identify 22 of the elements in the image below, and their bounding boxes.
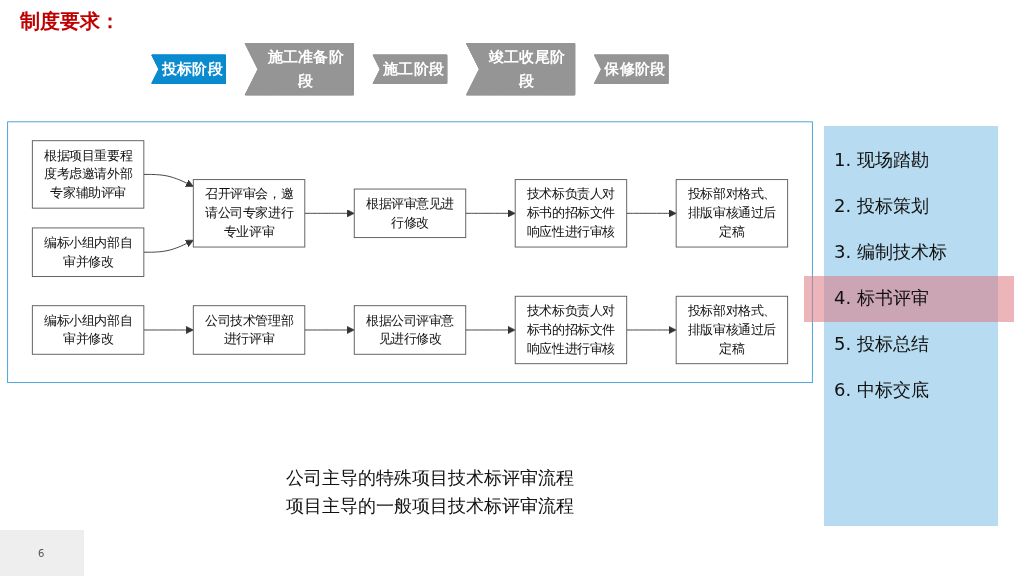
node-box: 技术标负责人对标书的招标文件响应性进行审核 <box>514 179 628 248</box>
list-item: 2. 投标策划 <box>833 194 930 218</box>
list-item: 6. 中标交底 <box>833 378 930 402</box>
list-item: 4. 标书评审 <box>804 276 1014 322</box>
cluster <box>7 121 813 384</box>
node-box: 根据项目重要程度考虑邀请外部专家辅助评审 <box>31 140 145 209</box>
flow-caption: 公司主导的特殊项目技术标评审流程 <box>285 466 575 490</box>
node-box: 根据评审意见进行修改 <box>353 188 467 239</box>
node-box: 根据公司评审意见进行修改 <box>353 305 467 355</box>
list-item: 1. 现场踏勘 <box>833 148 930 172</box>
page-number: 6 <box>38 548 45 559</box>
node-box: 召开评审会，邀请公司专家进行专业评审 <box>192 179 306 248</box>
node-box: 投标部对格式、排版审核通过后定稿 <box>675 179 789 248</box>
node-box: 编标小组内部自审并修改 <box>31 305 145 355</box>
flow-caption: 项目主导的一般项目技术标评审流程 <box>285 494 575 518</box>
list-item: 5. 投标总结 <box>833 332 930 356</box>
node-box: 投标部对格式、排版审核通过后定稿 <box>675 295 789 365</box>
list-item: 3. 编制技术标 <box>833 240 948 264</box>
node-box: 编标小组内部自审并修改 <box>31 227 145 277</box>
node-box: 技术标负责人对标书的招标文件响应性进行审核 <box>514 295 628 365</box>
node-box: 公司技术管理部进行评审 <box>192 305 306 355</box>
section-heading: 制度要求： <box>20 8 120 35</box>
